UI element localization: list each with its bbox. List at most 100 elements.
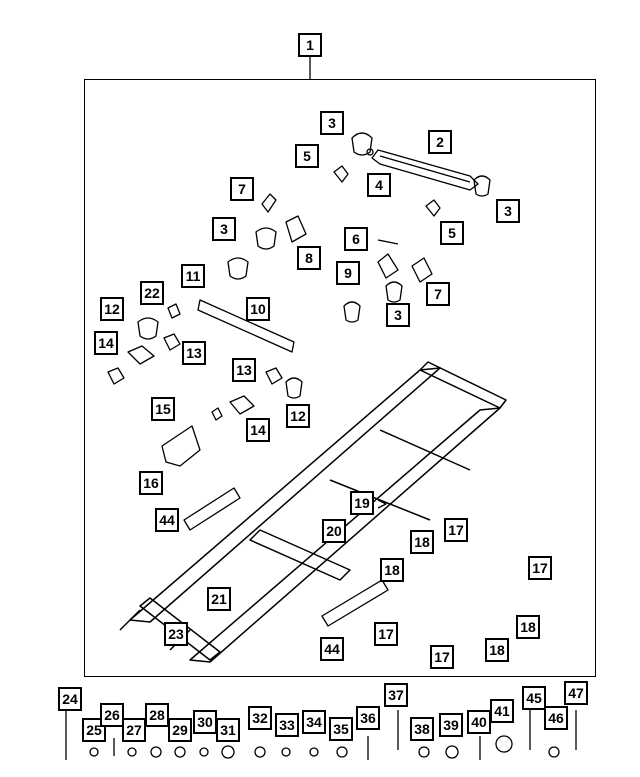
- callout-46: 46: [544, 706, 568, 730]
- skid-plate-part-44-b: [321, 579, 389, 627]
- callout-32: 32: [248, 706, 272, 730]
- bracket-part-7-b: [411, 257, 433, 283]
- crossmember-part-2: [371, 149, 479, 191]
- callout-12-a: 12: [100, 297, 124, 321]
- callout-16: 16: [139, 471, 163, 495]
- callout-5-a: 5: [295, 144, 319, 168]
- bracket-part-8: [285, 215, 307, 243]
- nut-31: [221, 745, 235, 759]
- callout-35: 35: [329, 717, 353, 741]
- nut-32: [254, 746, 266, 758]
- bracket-part-5-a: [333, 165, 349, 183]
- callout-28: 28: [145, 703, 169, 727]
- callout-39: 39: [439, 713, 463, 737]
- bracket-part-unlabeled-a: [227, 257, 249, 280]
- bracket-part-14-a: [127, 345, 155, 365]
- callout-18-a: 18: [410, 530, 434, 554]
- bracket-part-3-d: [385, 281, 403, 303]
- callout-21: 21: [207, 587, 231, 611]
- nut-39: [445, 745, 459, 759]
- callout-29: 29: [168, 718, 192, 742]
- bracket-part-3-a: [351, 132, 373, 156]
- callout-17-c: 17: [374, 622, 398, 646]
- leader-part-19: [377, 499, 387, 509]
- callout-31: 31: [216, 718, 240, 742]
- callout-18-d: 18: [485, 638, 509, 662]
- bracket-part-15-b: [211, 407, 223, 421]
- callout-17-a: 17: [444, 518, 468, 542]
- nut-28: [150, 746, 162, 758]
- nut-33: [281, 747, 291, 757]
- callout-19: 19: [350, 491, 374, 515]
- callout-9: 9: [336, 261, 360, 285]
- callout-3-a: 3: [320, 111, 344, 135]
- callout-23: 23: [164, 622, 188, 646]
- nut-27: [127, 747, 137, 757]
- callout-18-b: 18: [380, 558, 404, 582]
- callout-41: 41: [490, 699, 514, 723]
- callout-13-a: 13: [182, 341, 206, 365]
- callout-assembly: 1: [298, 33, 322, 57]
- callout-17-d: 17: [430, 645, 454, 669]
- bracket-part-12-b: [285, 377, 303, 399]
- callout-7-b: 7: [426, 282, 450, 306]
- callout-33: 33: [275, 713, 299, 737]
- nut-35: [336, 746, 348, 758]
- bracket-part-22: [167, 303, 181, 319]
- callout-7-a: 7: [230, 177, 254, 201]
- part-4: [366, 148, 374, 156]
- part-6: [377, 239, 399, 245]
- callout-13-b: 13: [232, 358, 256, 382]
- bracket-part-7-a: [261, 193, 277, 213]
- bracket-part-3-c: [255, 227, 277, 250]
- callout-3-c: 3: [212, 217, 236, 241]
- callout-22: 22: [140, 281, 164, 305]
- callout-47: 47: [564, 681, 588, 705]
- callout-20: 20: [322, 519, 346, 543]
- bracket-part-3-b: [473, 175, 491, 197]
- callout-15: 15: [151, 397, 175, 421]
- callout-11: 11: [181, 264, 205, 288]
- nut-30: [199, 747, 209, 757]
- skid-plate-part-44-a: [183, 487, 241, 531]
- bracket-part-16: [161, 425, 201, 467]
- callout-3-b: 3: [496, 199, 520, 223]
- bracket-part-5-b: [425, 199, 441, 217]
- bracket-part-12-a: [137, 317, 159, 340]
- bracket-part-13-b: [265, 367, 283, 385]
- callout-3-d: 3: [386, 303, 410, 327]
- nut-25: [89, 747, 99, 757]
- callout-8: 8: [297, 246, 321, 270]
- callout-37: 37: [384, 683, 408, 707]
- callout-6: 6: [344, 227, 368, 251]
- callout-14-a: 14: [94, 331, 118, 355]
- bracket-part-unlabeled-b: [343, 301, 361, 323]
- main-frame-rails: [119, 361, 507, 663]
- callout-45: 45: [522, 686, 546, 710]
- assembly-frame-border: [84, 79, 596, 677]
- callout-5-b: 5: [440, 221, 464, 245]
- crossmember-part-10: [197, 299, 295, 353]
- callout-44-b: 44: [320, 637, 344, 661]
- callout-18-c: 18: [516, 615, 540, 639]
- callout-25: 25: [82, 718, 106, 742]
- callout-14-b: 14: [246, 418, 270, 442]
- callout-24: 24: [58, 687, 82, 711]
- callout-26: 26: [100, 703, 124, 727]
- callout-17-b: 17: [528, 556, 552, 580]
- nut-38: [418, 746, 430, 758]
- callout-10: 10: [246, 297, 270, 321]
- callout-44-a: 44: [155, 508, 179, 532]
- bracket-part-9: [377, 253, 399, 279]
- callout-30: 30: [193, 710, 217, 734]
- callout-12-b: 12: [286, 404, 310, 428]
- nut-41: [495, 735, 513, 753]
- callout-4: 4: [367, 173, 391, 197]
- nut-46: [548, 746, 560, 758]
- callout-36: 36: [356, 706, 380, 730]
- hardware-row: [65, 710, 577, 760]
- bracket-part-13-a: [163, 333, 181, 351]
- nut-34: [309, 747, 319, 757]
